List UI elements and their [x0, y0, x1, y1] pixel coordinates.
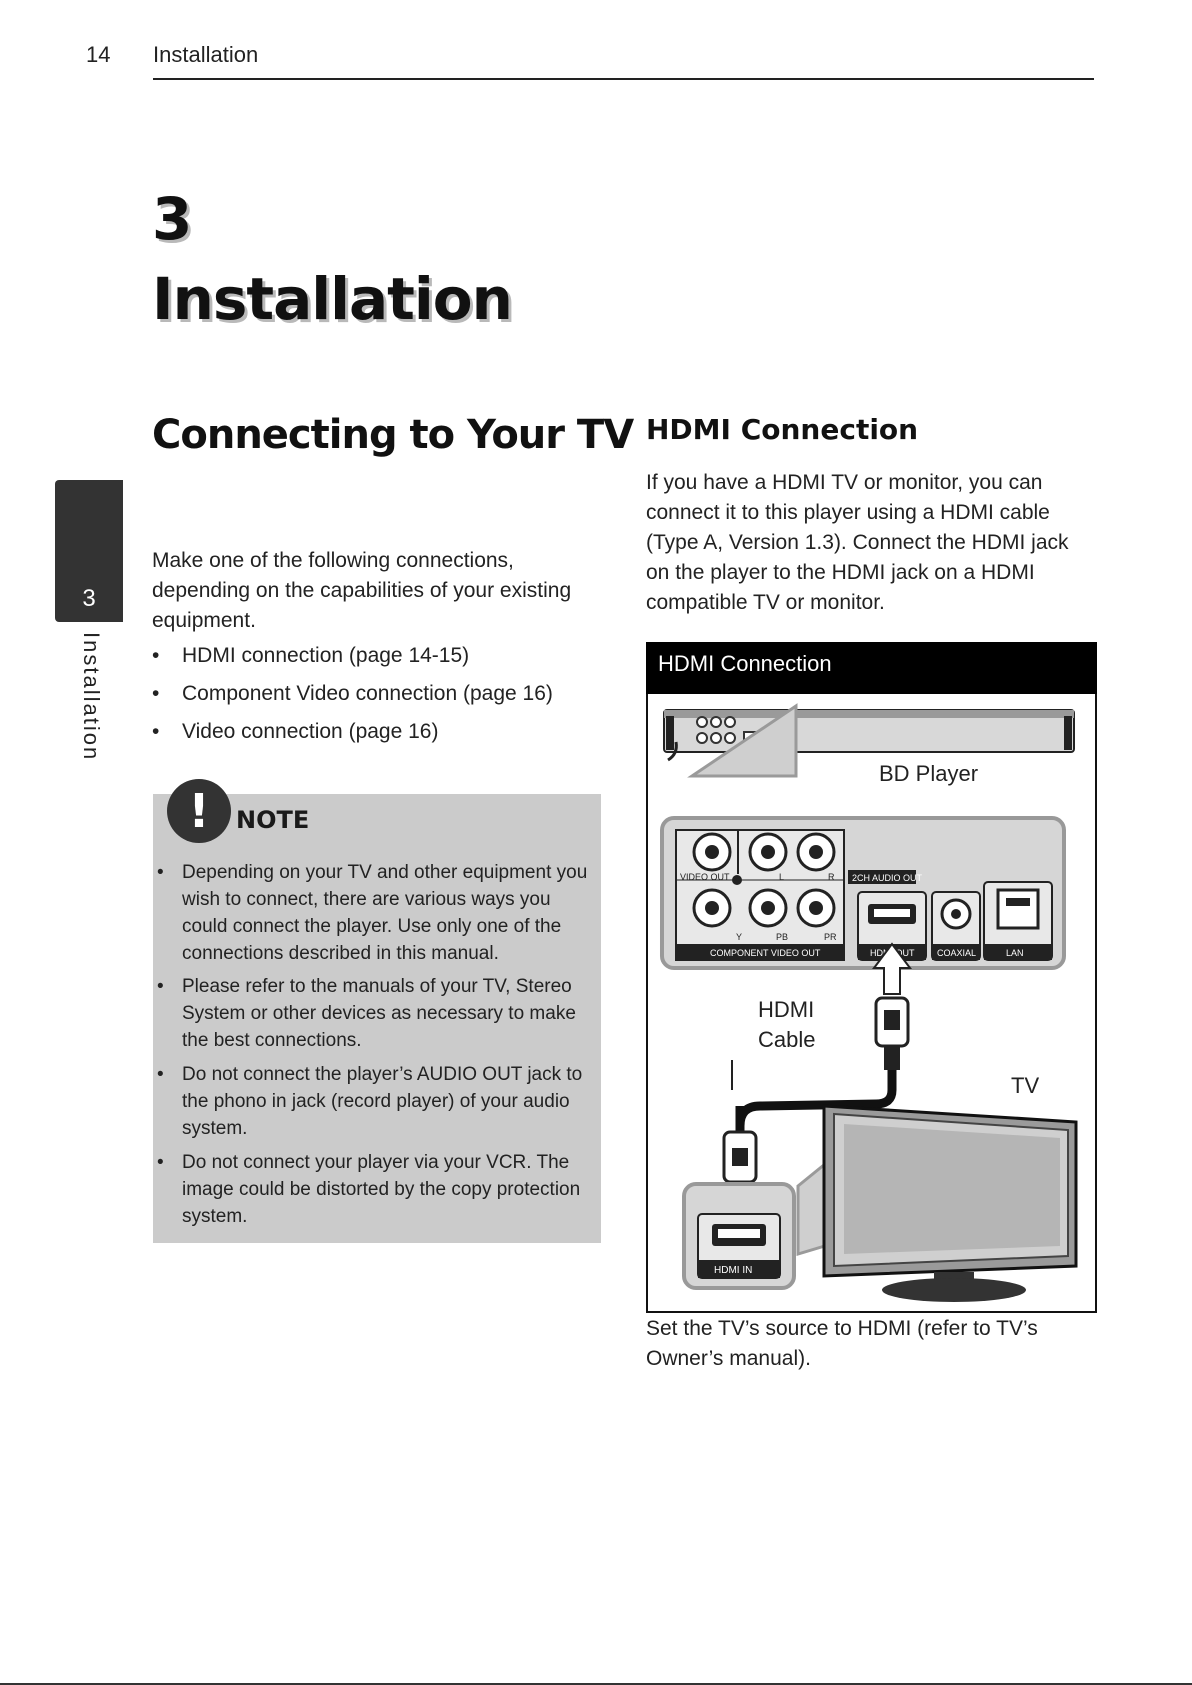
note-item: •Do not connect the player’s AUDIO OUT j… [157, 1064, 583, 1139]
hdmi-paragraph: If you have a HDMI TV or monitor, you ca… [646, 471, 1069, 614]
hdmi-section-title: HDMI Connection [646, 413, 919, 446]
page-number: 14 [86, 42, 111, 67]
side-tab [55, 480, 123, 622]
tv-label: TV [1011, 1073, 1040, 1098]
video-out-label: VIDEO OUT [680, 872, 730, 882]
figure-caption: Set the TV’s source to HDMI (refer to TV… [646, 1317, 1038, 1370]
note-label: NOTE [236, 806, 310, 834]
tv-illustration [822, 1104, 1078, 1302]
figure-title: HDMI Connection [658, 651, 832, 676]
note-item: •Do not connect your player via your VCR… [157, 1152, 581, 1227]
running-header: Installation [153, 42, 259, 67]
hdmi-cable-label: HDMI [758, 997, 815, 1022]
y-label: Y [736, 932, 742, 942]
exclamation-icon: ! [167, 779, 231, 843]
note-item: •Depending on your TV and other equipmen… [157, 862, 588, 964]
note-item: •Please refer to the manuals of your TV,… [157, 976, 576, 1051]
component-label: COMPONENT VIDEO OUT [710, 948, 821, 958]
chapter-title: Installation [152, 265, 513, 333]
bd-player-label: BD Player [879, 761, 979, 786]
l-label: L [779, 872, 784, 882]
coaxial-label: COAXIAL [937, 948, 976, 958]
pr-label: PR [824, 932, 837, 942]
header-rule [153, 78, 1094, 80]
r-label: R [828, 872, 835, 882]
chapter-number: 3 [152, 185, 192, 253]
section-title: Connecting to Your TV [152, 412, 634, 458]
side-tab-label: Installation [79, 632, 104, 762]
pb-label: PB [776, 932, 788, 942]
footer-rule [0, 1683, 1192, 1685]
note-box [153, 794, 601, 1243]
audio-out-label: 2CH AUDIO OUT [852, 873, 923, 883]
figure-header [646, 642, 1097, 694]
rear-panel-illustration [660, 816, 1066, 970]
side-tab-number: 3 [82, 585, 96, 612]
cable-label: Cable [758, 1027, 816, 1052]
hdmi-connection-diagram: VIDEO OUT L R Y PB PR 2CH AUDIO OUT COMP… [660, 703, 1078, 1302]
hdmi-in-label: HDMI IN [714, 1265, 752, 1276]
lan-label: LAN [1006, 948, 1024, 958]
intro-paragraph: Make one of the following connections, d… [152, 549, 572, 632]
